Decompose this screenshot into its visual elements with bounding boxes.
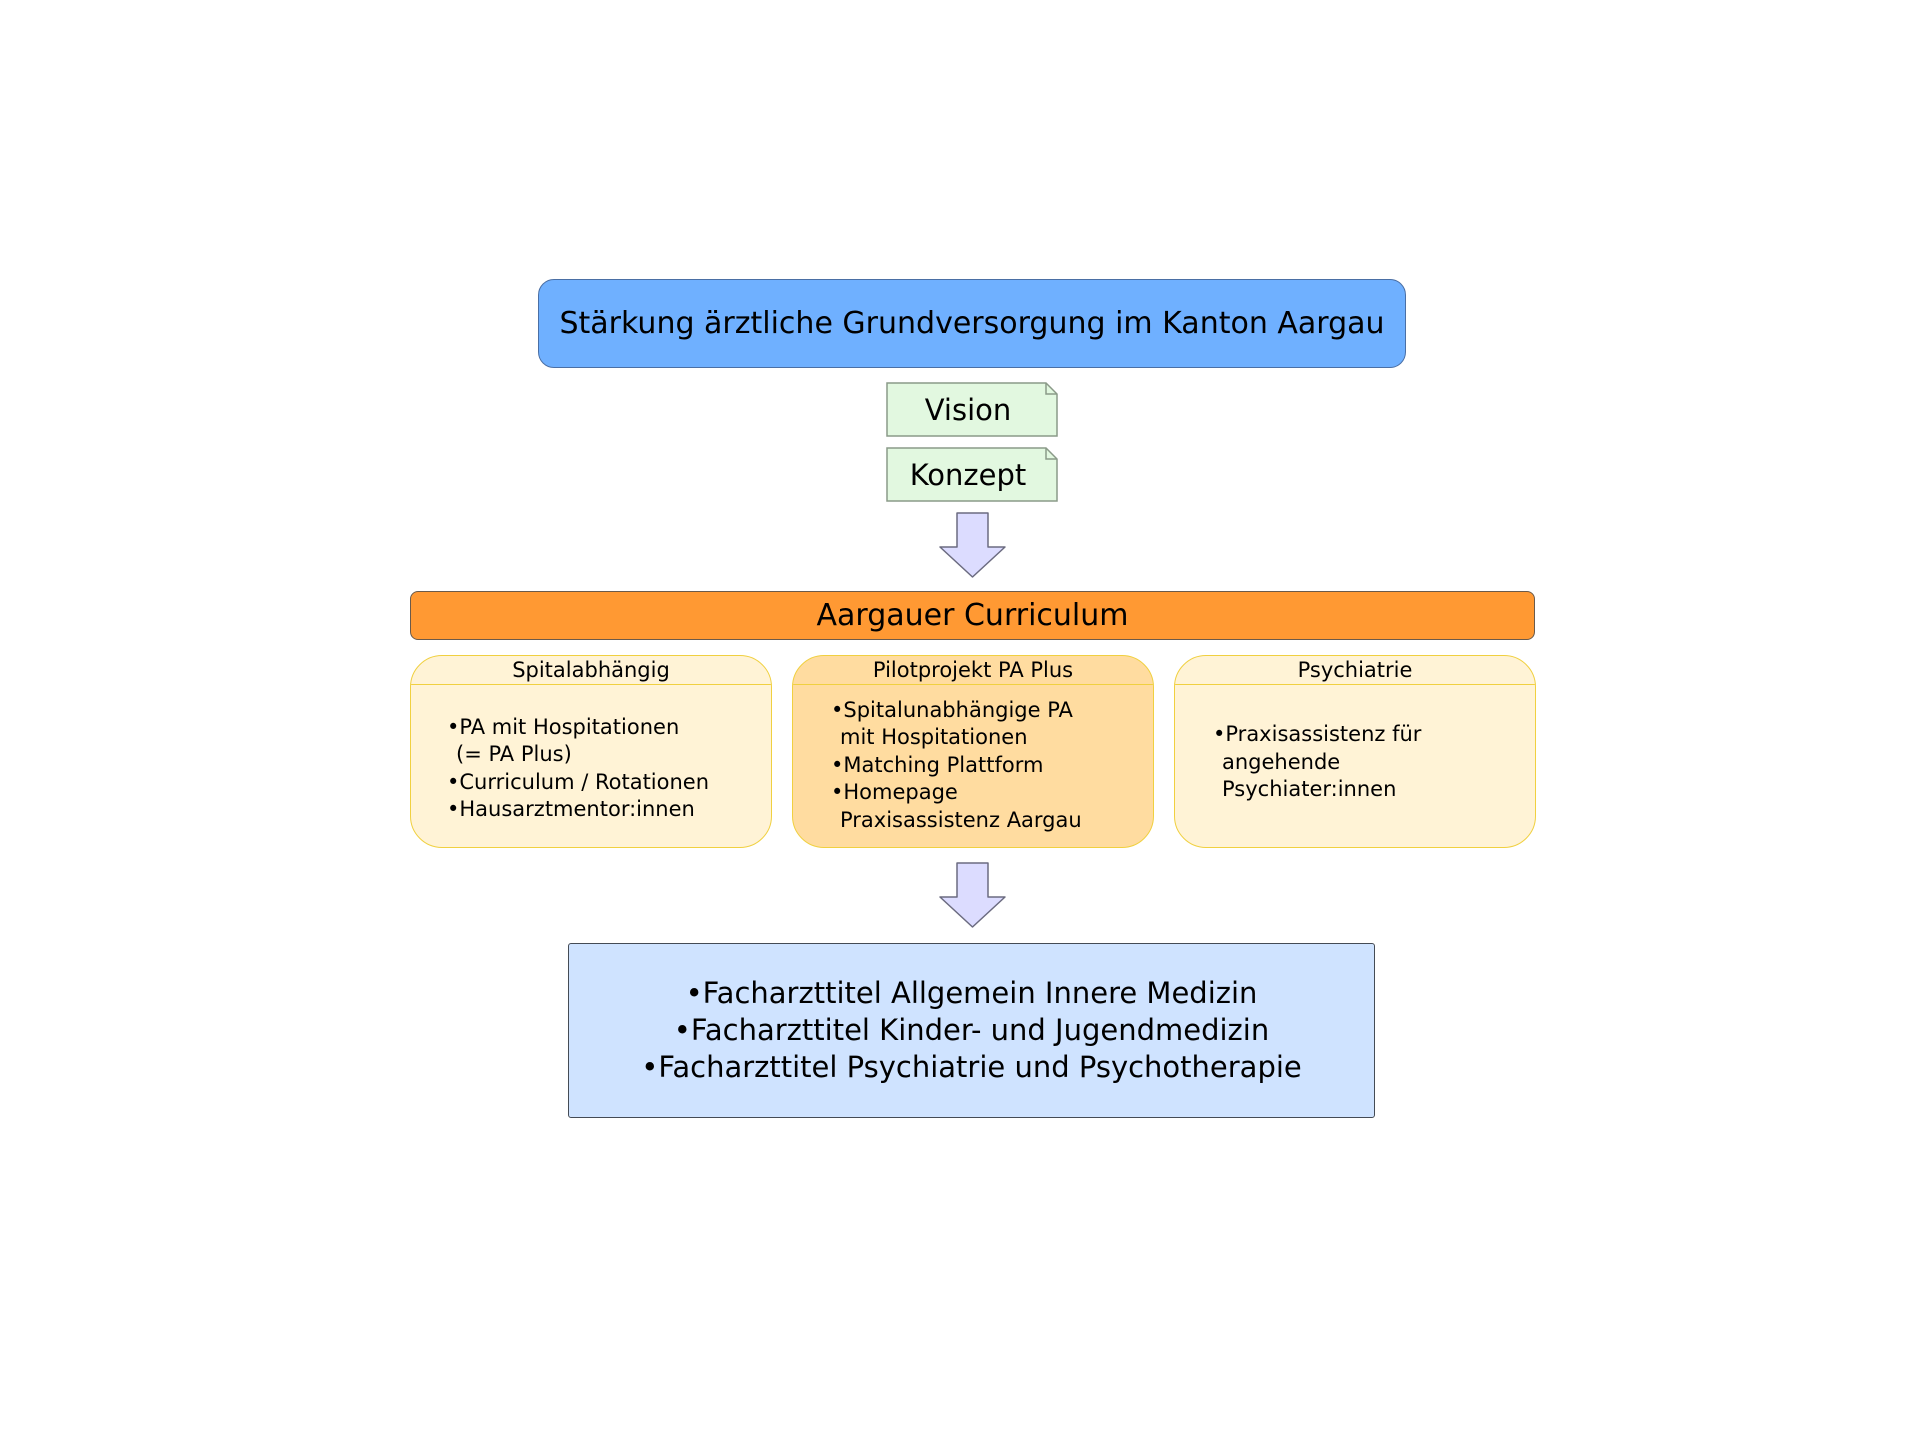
track-title: Psychiatrie [1175, 656, 1535, 685]
down-arrow-icon [939, 862, 1006, 928]
list-item: •Matching Plattform [831, 752, 1044, 777]
list-item: mit Hospitationen [840, 725, 1028, 750]
track-list: •PA mit Hospitationen (= PA Plus) •Curri… [447, 684, 763, 847]
curriculum-bar: Aargauer Curriculum [410, 591, 1535, 640]
track-list: •Praxisassistenz für angehende Psychiate… [1213, 684, 1527, 847]
konzept-note: Konzept [886, 447, 1058, 502]
list-item: angehende [1222, 749, 1341, 774]
down-arrow-icon [939, 512, 1006, 578]
list-item: •PA mit Hospitationen [447, 714, 680, 739]
konzept-label: Konzept [909, 457, 1027, 492]
list-item: (= PA Plus) [456, 742, 572, 766]
vision-label: Vision [924, 392, 1012, 427]
outcome-item: •Facharzttitel Psychiatrie und Psychothe… [641, 1050, 1302, 1084]
note-shape [886, 447, 1058, 502]
vision-note: Vision [886, 382, 1058, 437]
outcome-box: •Facharzttitel Allgemein Innere Medizin … [568, 943, 1375, 1118]
goal-box: Stärkung ärztliche Grundversorgung im Ka… [538, 279, 1406, 368]
list-item: •Homepage [831, 780, 958, 805]
list-item: Praxisassistenz Aargau [840, 807, 1082, 832]
track-pilotprojekt: Pilotprojekt PA Plus •Spitalunabhängige … [792, 655, 1154, 848]
list-item: •Praxisassistenz für [1213, 722, 1422, 747]
track-title: Pilotprojekt PA Plus [793, 656, 1153, 685]
list-item: •Spitalunabhängige PA [831, 697, 1073, 722]
track-psychiatrie: Psychiatrie •Praxisassistenz für angehen… [1174, 655, 1536, 848]
list-item: •Hausarztmentor:innen [447, 797, 695, 821]
track-spitalabhaengig: Spitalabhängig •PA mit Hospitationen (= … [410, 655, 772, 848]
goal-title: Stärkung ärztliche Grundversorgung im Ka… [559, 306, 1385, 341]
list-item: Psychiater:innen [1222, 777, 1397, 802]
note-shape [886, 382, 1058, 437]
outcome-item: •Facharzttitel Allgemein Innere Medizin [685, 976, 1258, 1010]
outcome-item: •Facharzttitel Kinder- und Jugendmedizin [673, 1013, 1270, 1047]
track-list: •Spitalunabhängige PA mit Hospitationen … [831, 684, 1145, 847]
list-item: •Curriculum / Rotationen [447, 769, 710, 794]
curriculum-title: Aargauer Curriculum [816, 598, 1129, 633]
track-title: Spitalabhängig [411, 656, 771, 685]
